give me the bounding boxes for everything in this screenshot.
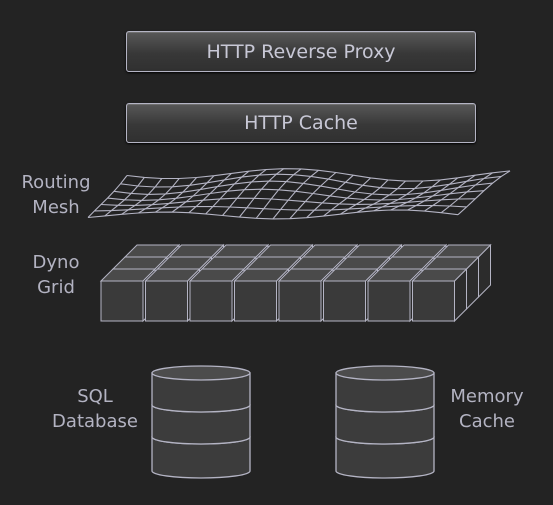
- cylinder-segment: [335, 436, 435, 479]
- mesh-line-col: [390, 179, 441, 211]
- routing-mesh-label: Routing Mesh: [14, 170, 98, 220]
- mesh-line-col: [188, 172, 232, 214]
- dyno-block-front: [278, 280, 322, 322]
- sql-database-label-line1: SQL: [77, 386, 113, 407]
- http-reverse-proxy-layer: HTTP Reverse Proxy: [126, 31, 476, 72]
- mesh-line-col: [238, 168, 285, 218]
- sql-database-label: SQL Database: [44, 384, 146, 434]
- mesh-line-col: [457, 170, 511, 216]
- cylinder-rim: [151, 365, 251, 381]
- cylinder-segment: [335, 404, 435, 445]
- http-cache-label: HTTP Cache: [244, 112, 358, 134]
- dyno-block-front: [100, 280, 144, 322]
- mesh-line-col: [424, 174, 476, 212]
- memory-cache-cylinder: [335, 365, 435, 479]
- sql-database-cylinder: [151, 365, 251, 479]
- mesh-line-col: [255, 168, 302, 219]
- dyno-block-front: [323, 280, 366, 322]
- mesh-line-col: [306, 174, 354, 219]
- mesh-line-col: [272, 169, 319, 220]
- http-reverse-proxy-label: HTTP Reverse Proxy: [206, 40, 396, 63]
- dyno-grid: [99, 243, 492, 323]
- dyno-block-front: [145, 280, 188, 322]
- sql-database-label-line2: Database: [52, 411, 138, 432]
- cylinder-segment: [151, 404, 251, 445]
- mesh-line-col: [155, 177, 198, 213]
- mesh-line-col: [340, 179, 389, 215]
- dyno-grid-label-line2: Grid: [37, 277, 75, 298]
- routing-mesh-label-line1: Routing: [21, 172, 91, 193]
- mesh-line-col: [356, 180, 406, 213]
- memory-cache-label-line2: Cache: [459, 411, 515, 432]
- routing-mesh-label-line2: Mesh: [32, 197, 80, 218]
- cylinder-segment: [151, 436, 251, 479]
- cylinder-segment: [151, 372, 251, 413]
- mesh-line-col: [87, 175, 128, 218]
- http-cache-layer: HTTP Cache: [126, 103, 476, 143]
- dyno-block-front: [412, 280, 455, 322]
- mesh-line-col: [138, 178, 180, 214]
- mesh-line-col: [104, 177, 145, 217]
- mesh-line-col: [222, 169, 267, 216]
- mesh-line-col: [171, 175, 215, 213]
- mesh-line-col: [407, 177, 459, 211]
- dyno-grid-label-line1: Dyno: [32, 252, 80, 273]
- dyno-block-front: [189, 280, 233, 322]
- cylinder-rim: [335, 365, 435, 381]
- cylinder-segment: [335, 372, 435, 413]
- dyno-block-front: [234, 280, 277, 322]
- mesh-line-col: [205, 170, 250, 215]
- memory-cache-label: Memory Cache: [440, 384, 534, 434]
- mesh-line-col: [440, 172, 493, 214]
- mesh-line-col: [121, 178, 163, 215]
- mesh-line-col: [289, 172, 337, 220]
- dyno-grid-label: Dyno Grid: [14, 250, 98, 300]
- mesh-line-col: [323, 177, 372, 217]
- dyno-block-front: [367, 280, 411, 322]
- mesh-line-col: [373, 180, 424, 212]
- memory-cache-label-line1: Memory: [450, 386, 524, 407]
- routing-mesh: [87, 168, 511, 220]
